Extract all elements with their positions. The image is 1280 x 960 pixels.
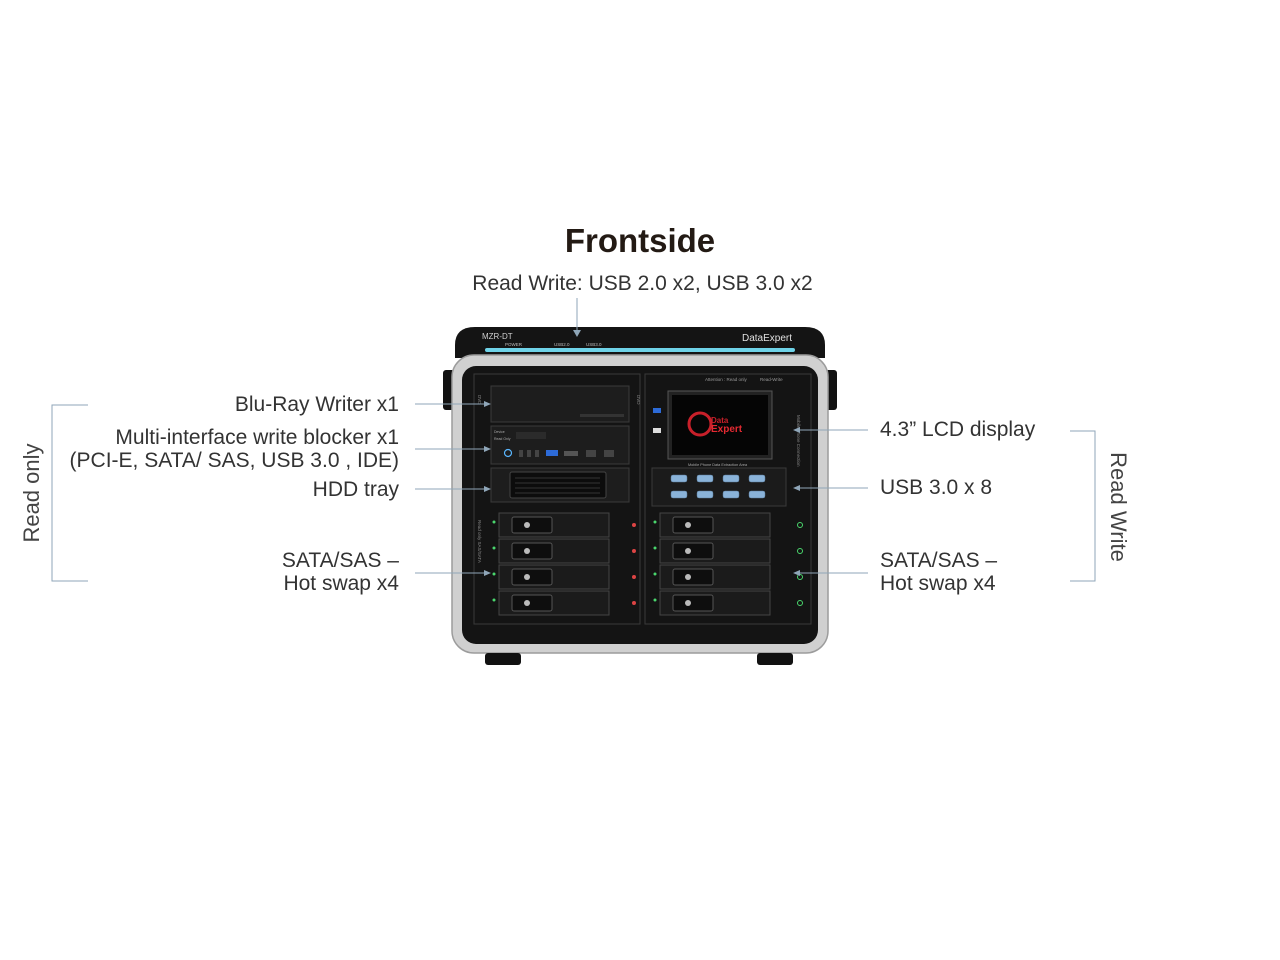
left-column-frame [473,373,641,625]
phone-connection-label: Mobile Phone Connection [796,415,801,467]
blocker-sata-port [564,451,578,456]
left-foot [485,653,521,665]
right-hot-swap-bays [653,512,803,616]
top-ports-caption: Read Write: USB 2.0 x2, USB 3.0 x2 [472,272,813,295]
power-port-label: POWER [505,342,523,347]
callout-lines [51,298,1096,582]
label-sata-left-1: SATA/SAS – [281,549,399,572]
hdd-tray-vents [515,477,600,494]
usb30-ports [670,474,766,499]
read-write-indicator-label: Read-Write [760,377,783,382]
label-sata-left-2: Hot swap x4 [283,572,399,595]
group-label-read-write: Read Write [1106,452,1131,562]
brand-label: DataExpert [742,333,792,344]
bracket-read-only [51,404,88,582]
right-dvd-label: DVD [636,395,641,405]
page-title: Frontside [564,222,716,259]
hdd-tray-grille [509,471,607,499]
blocker-port-3 [535,450,539,457]
power-button-icon [503,448,513,458]
blocker-lcd [516,432,546,439]
usb30-panel [651,467,787,507]
label-usb30: USB 3.0 x 8 [880,476,993,499]
model-label: MZR-DT [482,332,513,341]
left-bay-3-latch [511,568,553,586]
blocker-port-2 [527,450,531,457]
right-usb3-port-a [653,408,661,413]
cyan-light-strip [485,348,795,352]
left-bay-4-latch [511,594,553,612]
right-usb2-port-a [653,428,661,433]
blocker-sas-port [586,450,596,457]
usb3-port-label: USB3.0 [586,342,602,347]
blocker-device-label: Device [494,430,505,434]
lcd-logo-text-2: Expert [711,424,743,435]
usb-area-label: Mobile Phone Data Extraction Area [688,463,748,467]
lcd-logo-icon [687,411,713,437]
blocker-port-1 [519,450,523,457]
blocker-ide-port [604,450,614,457]
label-hdd-tray: HDD tray [312,478,399,501]
left-bay-2-latch [511,542,553,560]
right-foot [757,653,793,665]
left-sata-label: Read only SAS/SATA [477,520,482,563]
bracket-read-write [1070,430,1096,582]
lcd-logo-text-1: Data [711,416,729,425]
bluray-slot [580,414,624,417]
usb2-port-label: USB2.0 [554,342,570,347]
label-lcd-display: 4.3” LCD display [880,418,1036,441]
label-write-blocker: Multi-interface write blocker x1 [115,426,399,449]
label-sata-right-2: Hot swap x4 [880,572,996,595]
right-column-frame [644,373,812,625]
blocker-usb3-port [546,450,558,456]
left-bay-1-latch [511,516,553,534]
label-write-blocker-interfaces: (PCI-E, SATA/ SAS, USB 3.0 , IDE) [69,449,399,472]
blocker-readonly-label: Read Only [494,437,511,441]
write-blocker-panel [490,425,630,465]
attention-label: Attention : Read only [705,377,748,382]
left-hot-swap-bays [492,512,636,616]
label-sata-right-1: SATA/SAS – [880,549,998,572]
callout-arrows [484,330,800,576]
label-bluray-writer: Blu-Ray Writer x1 [234,393,399,416]
group-label-read-only: Read only [19,443,44,543]
left-dvd-label: DVD [477,395,482,405]
